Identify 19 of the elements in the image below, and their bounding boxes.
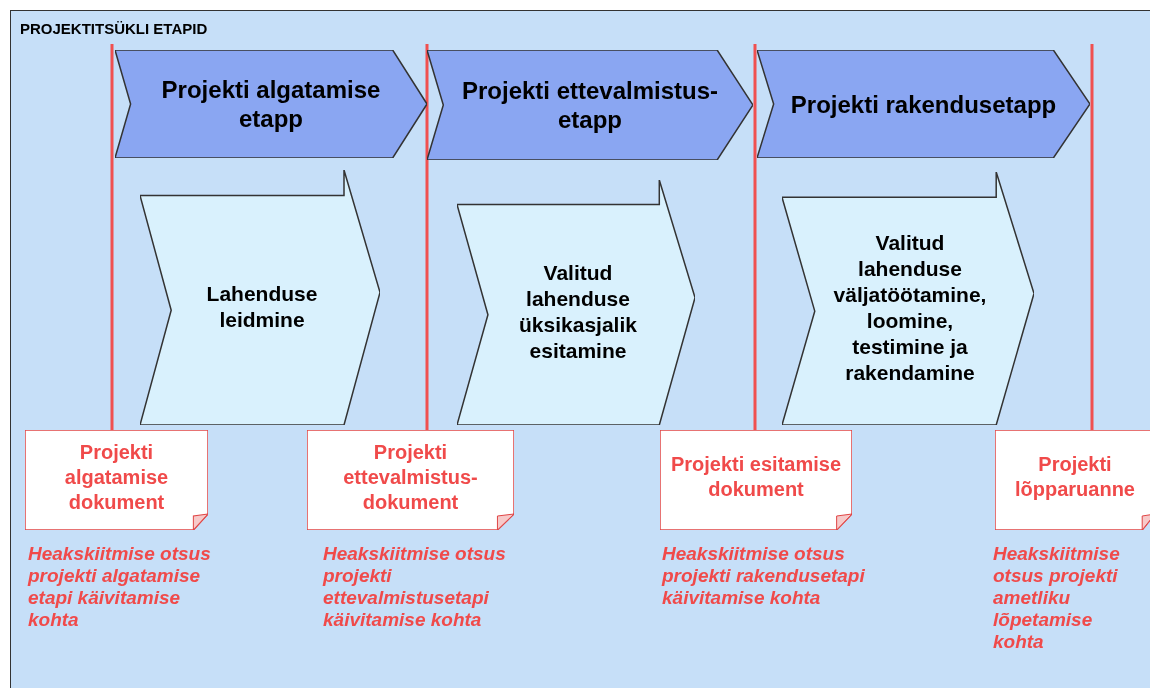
activity-arrow: Lahenduse leidmine [140, 170, 380, 425]
approval-note: Heakskiitmise otsus projekti ametliku lõpetamise kohta [993, 543, 1121, 653]
approval-note: Heakskiitmise otsus projekti algatamise etapi käivitamise kohta [28, 543, 212, 631]
milestone-line [753, 44, 757, 430]
activity-arrow: Valitud lahenduse üksikasjalik esitamine [457, 180, 695, 425]
document-box: Projekti algatamise dokument [25, 430, 208, 530]
milestone-line [1090, 44, 1094, 430]
activity-arrow: Valitud lahenduse väljatöötamine, loomine, testimine ja rakendamine [782, 172, 1034, 425]
phase-banner: Projekti rakendusetapp [757, 50, 1090, 158]
approval-note: Heakskiitmise otsus projekti ettevalmistusetapi käivitamise kohta [323, 543, 507, 631]
document-box: Projekti lõpparuanne [995, 430, 1150, 530]
milestone-line [425, 44, 429, 430]
phase-banner: Projekti algatamise etapp [115, 50, 427, 158]
document-box: Projekti ettevalmistus-dokument [307, 430, 514, 530]
document-box: Projekti esitamise dokument [660, 430, 852, 530]
approval-note: Heakskiitmise otsus projekti rakendusetapi käivitamise kohta [662, 543, 866, 609]
milestone-line [110, 44, 114, 430]
phase-banner: Projekti ettevalmistus-etapp [427, 50, 753, 160]
diagram-title: PROJEKTITSÜKLI ETAPID [20, 20, 208, 37]
